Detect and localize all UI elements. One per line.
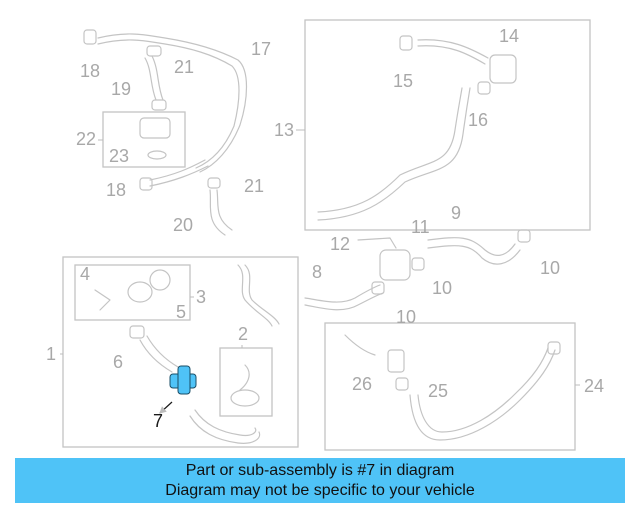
hose-9 xyxy=(427,229,531,265)
label-part-2: 2 xyxy=(238,324,248,344)
leader-lines xyxy=(60,129,580,386)
label-part-20: 20 xyxy=(173,215,193,235)
label-part-10a: 10 xyxy=(540,258,560,278)
label-part-17: 17 xyxy=(251,39,271,59)
thermostat-11 xyxy=(357,237,411,281)
hose-6 xyxy=(129,325,179,373)
label-part-5: 5 xyxy=(176,302,186,322)
banner-line-2: Diagram may not be specific to your vehi… xyxy=(165,481,475,499)
box-13 xyxy=(304,19,591,231)
box-3 xyxy=(74,264,191,321)
label-part-22: 22 xyxy=(76,129,96,149)
label-part-9: 9 xyxy=(451,203,461,223)
label-part-13: 13 xyxy=(274,120,294,140)
pipe-lower xyxy=(149,159,209,187)
part-2-hose xyxy=(230,364,260,407)
label-part-24: 24 xyxy=(584,376,604,396)
label-part-16: 16 xyxy=(468,110,488,130)
banner-line-1: Part or sub-assembly is #7 in diagram xyxy=(185,461,455,479)
box-2 xyxy=(219,347,273,417)
hose-19 xyxy=(144,55,164,101)
hose-8 xyxy=(304,257,425,311)
clips-top-left xyxy=(83,29,221,191)
label-part-10c: 10 xyxy=(396,307,416,327)
label-part-15: 15 xyxy=(393,71,413,91)
label-part-25: 25 xyxy=(428,381,448,401)
label-part-14: 14 xyxy=(499,26,519,46)
label-part-3: 3 xyxy=(196,287,206,307)
label-part-1: 1 xyxy=(46,344,56,364)
box-24 xyxy=(324,322,576,451)
label-part-21b: 21 xyxy=(244,176,264,196)
label-part-4: 4 xyxy=(80,264,90,284)
label-part-7: 7 xyxy=(153,411,163,431)
label-part-21a: 21 xyxy=(174,57,194,77)
part-7-connector xyxy=(159,365,197,414)
parts-3-4-5 xyxy=(94,269,171,311)
label-part-10b: 10 xyxy=(432,278,452,298)
label-part-18a: 18 xyxy=(80,61,100,81)
hose-20 xyxy=(209,189,233,236)
hose-13 xyxy=(317,87,471,221)
label-part-12: 12 xyxy=(330,234,350,254)
label-part-8: 8 xyxy=(312,262,322,282)
hose-17 xyxy=(97,33,248,173)
label-part-11: 11 xyxy=(411,217,430,237)
hose-24 xyxy=(344,334,561,441)
label-part-6: 6 xyxy=(113,352,123,372)
label-part-19: 19 xyxy=(111,79,131,99)
pipe-1 xyxy=(237,264,280,327)
info-banner: Part or sub-assembly is #7 in diagram Di… xyxy=(15,458,625,503)
box-1 xyxy=(62,256,299,448)
label-part-23: 23 xyxy=(109,146,129,166)
hose-lower-1 xyxy=(189,409,261,444)
label-part-26: 26 xyxy=(352,374,372,394)
valve-22 xyxy=(139,117,171,160)
label-part-18b: 18 xyxy=(106,180,126,200)
hose-15-14 xyxy=(399,35,517,95)
